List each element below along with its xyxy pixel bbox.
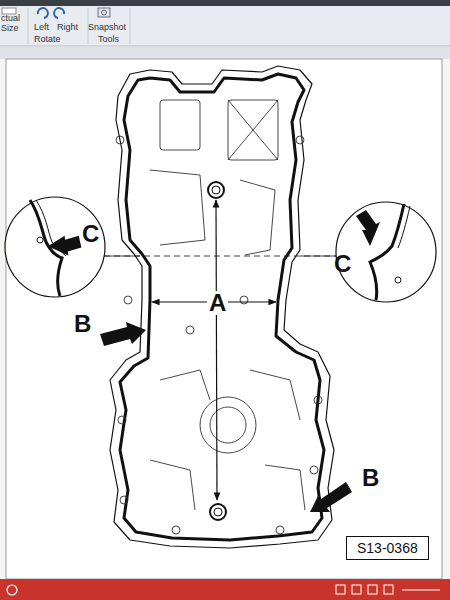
toolbar-group: Tools <box>98 34 119 44</box>
toolbar-button: ctual Size <box>1 13 27 33</box>
toolbar-button: Snapshot <box>88 22 126 32</box>
figure-number: S13-0368 <box>357 540 418 556</box>
callout-letter: B <box>74 312 91 336</box>
callout-letter: C <box>82 222 99 246</box>
toolbar-button: Right <box>57 22 78 32</box>
callout-letter: A <box>207 291 228 315</box>
toolbar-group: Rotate <box>34 34 61 44</box>
toolbar-button: Left <box>34 22 49 32</box>
callout-letter: B <box>362 466 379 490</box>
figure-number-box: S13-0368 <box>346 536 429 560</box>
callout-letter: C <box>334 252 351 276</box>
